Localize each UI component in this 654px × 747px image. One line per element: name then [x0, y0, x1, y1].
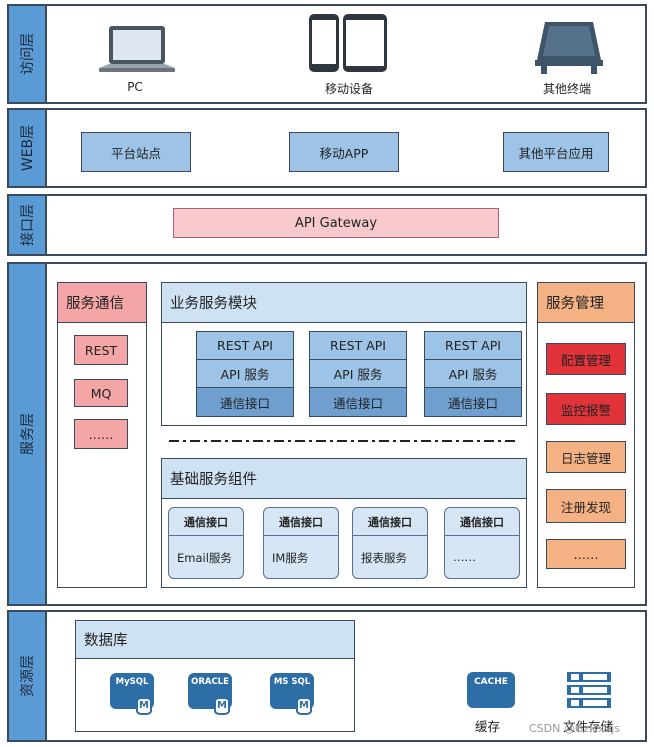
comm-interface-label: 通信接口 [197, 388, 293, 416]
mssql-icon: MS SQL M [270, 673, 314, 715]
base-components-panel: 基础服务组件 通信接口 Email服务 通信接口 IM服务 通信接口 报表服务 … [161, 458, 527, 588]
access-layer-label: 访问层 [9, 6, 47, 102]
api-service-label: API 服务 [425, 360, 521, 388]
service-mgmt-panel: 服务管理 配置管理 监控报警 日志管理 注册发现 …… [537, 282, 635, 588]
platform-site-box: 平台站点 [81, 132, 191, 172]
business-module-1: REST API API 服务 通信接口 [196, 331, 294, 417]
business-module-title: 业务服务模块 [162, 283, 526, 323]
mq-box: MQ [74, 379, 128, 407]
monitor-alert-box: 监控报警 [546, 393, 626, 425]
comm-interface-label: 通信接口 [353, 508, 427, 536]
database-panel: 数据库 MySQL M ORACLE M MS SQL M [75, 620, 355, 732]
service-layer-label: 服务层 [9, 264, 47, 604]
service-comm-panel: 服务通信 REST MQ …… [57, 282, 147, 588]
config-mgmt-box: 配置管理 [546, 343, 626, 375]
comm-interface-label: 通信接口 [425, 388, 521, 416]
oracle-label: ORACLE [191, 677, 229, 687]
resource-layer: 资源层 数据库 MySQL M ORACLE M MS SQL M CACHE … [7, 610, 647, 742]
api-service-label: API 服务 [310, 360, 406, 388]
im-service-label: IM服务 [272, 551, 309, 565]
interface-layer: 接口层 API Gateway [7, 194, 647, 256]
business-module-panel: 业务服务模块 REST API API 服务 通信接口 REST API API… [161, 282, 527, 426]
api-service-label: API 服务 [197, 360, 293, 388]
rest-api-label: REST API [310, 332, 406, 360]
comm-interface-label: 通信接口 [169, 508, 243, 536]
service-comm-title: 服务通信 [58, 283, 146, 323]
mysql-label: MySQL [115, 677, 149, 687]
access-layer: 访问层 PC 移动设备 其他终端 [7, 4, 647, 104]
oracle-icon: ORACLE M [188, 673, 232, 715]
mobile-label: 移动设备 [324, 82, 373, 96]
other-platform-app-box: 其他平台应用 [503, 132, 609, 172]
mssql-label: MS SQL [273, 677, 311, 687]
comm-interface-label: 通信接口 [445, 508, 519, 536]
mobile-devices-icon [309, 14, 387, 72]
more-service-label: …… [453, 550, 476, 564]
email-service-component: 通信接口 Email服务 [168, 507, 244, 579]
im-service-component: 通信接口 IM服务 [263, 507, 339, 579]
base-components-title: 基础服务组件 [162, 459, 526, 499]
service-layer: 服务层 服务通信 REST MQ …… 业务服务模块 REST API API … [7, 262, 647, 606]
db-badge: M [296, 697, 312, 715]
email-service-label: Email服务 [177, 551, 232, 565]
api-gateway-box: API Gateway [173, 208, 499, 238]
laptop-icon [99, 26, 175, 72]
web-layer: WEB层 平台站点 移动APP 其他平台应用 [7, 108, 647, 188]
terminal-icon [535, 22, 603, 74]
business-module-2: REST API API 服务 通信接口 [309, 331, 407, 417]
comm-interface-label: 通信接口 [264, 508, 338, 536]
file-storage-icon [567, 672, 611, 708]
service-mgmt-title: 服务管理 [538, 283, 634, 323]
report-service-label: 报表服务 [361, 551, 407, 565]
comm-more-box: …… [74, 419, 128, 449]
cache-icon: CACHE [467, 672, 515, 708]
rest-api-label: REST API [425, 332, 521, 360]
rest-box: REST [74, 335, 128, 365]
db-badge: M [214, 697, 230, 715]
rest-api-label: REST API [197, 332, 293, 360]
comm-interface-label: 通信接口 [310, 388, 406, 416]
cache-label: 缓存 [475, 719, 501, 734]
file-storage-label: 文件存储 [563, 719, 614, 734]
watermark: CSDN @Gzlcxxjs [529, 722, 621, 735]
report-service-component: 通信接口 报表服务 [352, 507, 428, 579]
dash-dot-divider [169, 440, 519, 442]
mysql-icon: MySQL M [110, 673, 154, 715]
mobile-app-box: 移动APP [289, 132, 399, 172]
log-mgmt-box: 日志管理 [546, 441, 626, 473]
web-layer-label: WEB层 [9, 110, 47, 186]
more-service-component: 通信接口 …… [444, 507, 520, 579]
service-discovery-box: 注册发现 [546, 489, 626, 523]
business-module-3: REST API API 服务 通信接口 [424, 331, 522, 417]
interface-layer-label: 接口层 [9, 196, 47, 254]
other-terminal-label: 其他终端 [542, 82, 591, 96]
database-title: 数据库 [76, 621, 354, 659]
mgmt-more-box: …… [546, 539, 626, 569]
resource-layer-label: 资源层 [9, 612, 47, 740]
pc-label: PC [127, 80, 143, 94]
db-badge: M [136, 697, 152, 715]
